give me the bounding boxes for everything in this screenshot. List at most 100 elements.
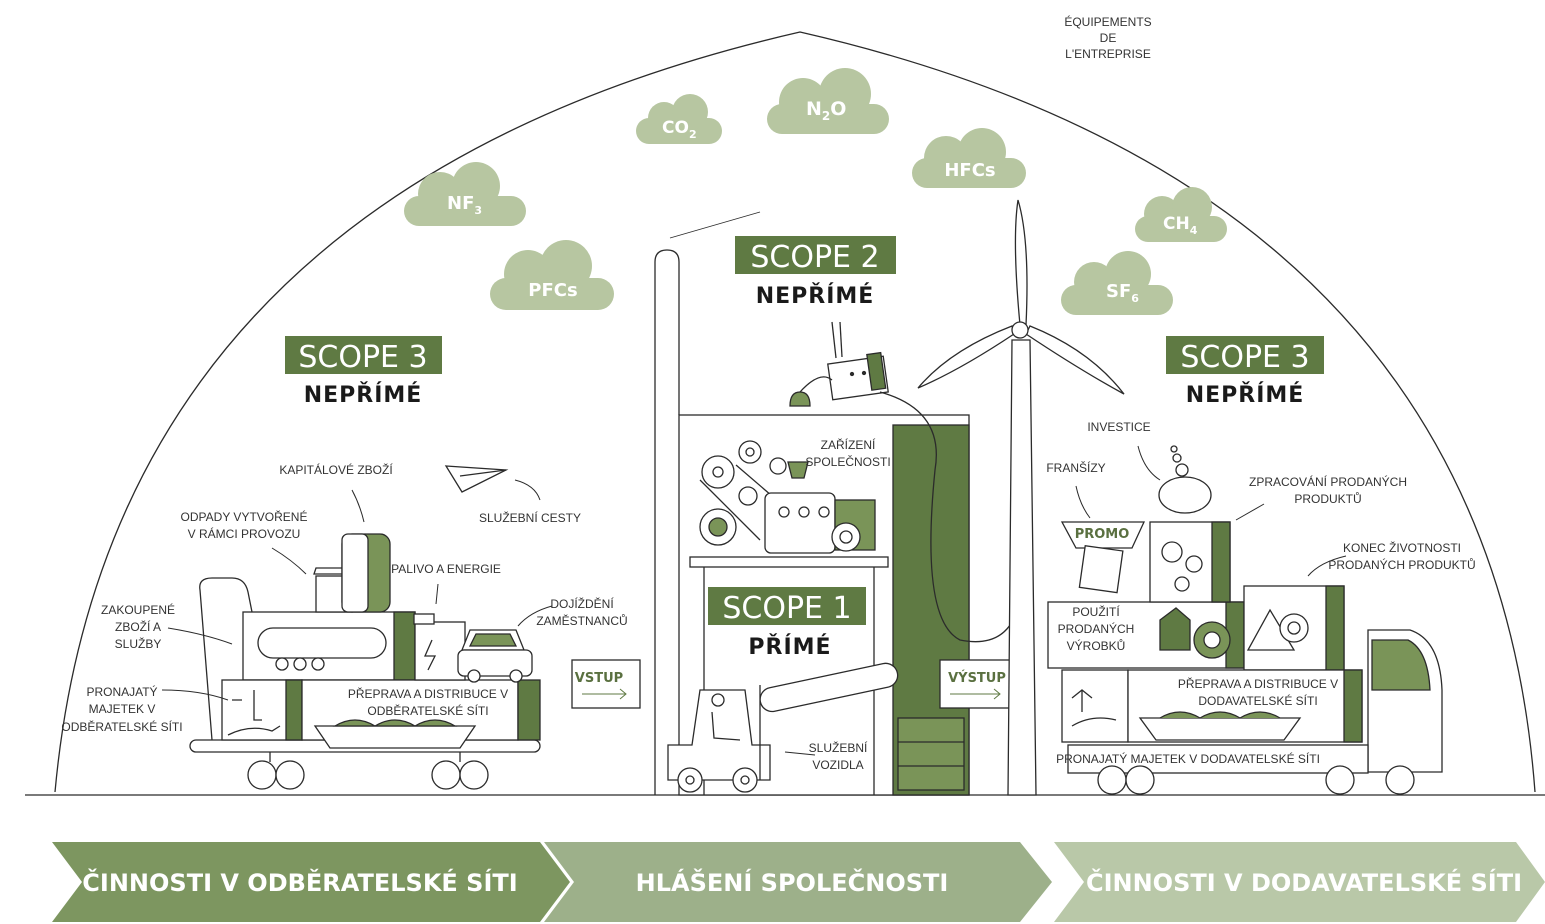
- service-vehicles-label: SLUŽEBNÍ VOZIDLA: [784, 740, 868, 772]
- svg-text:CO2: CO2: [662, 118, 697, 141]
- downstream-cart: [189, 533, 541, 790]
- cloud-sf6-text: SF: [1106, 281, 1131, 302]
- cloud-ch4: CH4: [1135, 187, 1227, 242]
- cloud-n2o: N2O: [767, 68, 889, 134]
- transport-right-line-1: PŘEPRAVA A DISTRIBUCE V: [1178, 676, 1338, 691]
- upstream-truck: [1047, 445, 1443, 795]
- scope1-subtitle: PŘÍMÉ: [748, 634, 831, 660]
- factory-shelf: [689, 556, 889, 568]
- waste-label-line-2: V RÁMCI PROVOZU: [188, 526, 301, 541]
- waste-label-line-1: ODPADY VYTVOŘENÉ: [181, 509, 308, 524]
- transport-left-label: PŘEPRAVA A DISTRIBUCE V ODBĚRATELSKÉ SÍT…: [348, 686, 508, 718]
- scope2-title: SCOPE 2: [750, 240, 879, 275]
- banner-company-text: HLÁŠENÍ SPOLEČNOSTI: [636, 867, 949, 897]
- equipment-label: ÉQUIPEMENTS DE L'ENTREPRISE: [1064, 14, 1151, 61]
- cloud-n2o-text: N: [806, 98, 822, 120]
- scope3-right-label: SCOPE 3 NEPŘÍMÉ: [1166, 336, 1324, 408]
- processing-label-line-2: PRODUKTŮ: [1294, 491, 1361, 506]
- scope1-title: SCOPE 1: [722, 591, 851, 626]
- roof-sensor: [789, 321, 1027, 643]
- leased-assets-left-line-3: ODBĚRATELSKÉ SÍTI: [61, 719, 182, 734]
- output-sign-text: VÝSTUP: [948, 670, 1006, 686]
- banner-upstream-text: ČINNOSTI V DODAVATELSKÉ SÍTI: [1086, 867, 1522, 897]
- svg-text:SF6: SF6: [1106, 281, 1139, 305]
- cloud-sf6-sub: 6: [1131, 292, 1139, 305]
- purchased-goods-label: ZAKOUPENÉ ZBOŽÍ A SLUŽBY: [101, 602, 233, 651]
- commuting-label-line-2: ZAMĚSTNANCŮ: [536, 613, 627, 628]
- cloud-co2-text: CO: [662, 118, 689, 138]
- transport-right-label: PŘEPRAVA A DISTRIBUCE V DODAVATELSKÉ SÍT…: [1178, 676, 1338, 708]
- scope2-subtitle: NEPŘÍMÉ: [756, 283, 875, 309]
- cloud-hfcs-text: HFCs: [944, 160, 995, 181]
- scope3-right-title: SCOPE 3: [1180, 340, 1309, 375]
- scope3-left-subtitle: NEPŘÍMÉ: [304, 382, 423, 408]
- cloud-pfcs-text: PFCs: [528, 280, 577, 301]
- facility-label-line-1: ZAŘÍZENÍ: [821, 437, 876, 452]
- transport-left-line-2: ODBĚRATELSKÉ SÍTI: [367, 703, 488, 718]
- use-of-products-line-1: POUŽITÍ: [1072, 604, 1120, 619]
- equipment-label-line-3: L'ENTREPRISE: [1065, 47, 1151, 61]
- cloud-ch4-sub: 4: [1190, 224, 1198, 237]
- purchased-goods-line-1: ZAKOUPENÉ: [101, 602, 175, 617]
- smoke-line: [669, 211, 761, 239]
- cloud-n2o-tail: O: [830, 98, 846, 120]
- machinery-icon: [699, 440, 876, 554]
- cloud-ch4-text: CH: [1163, 214, 1190, 234]
- leased-assets-right-label: PRONAJATÝ MAJETEK V DODAVATELSKÉ SÍTI: [1056, 751, 1320, 766]
- commuting-label: DOJÍŽDĚNÍ ZAMĚSTNANCŮ: [517, 596, 628, 628]
- capital-goods-label: KAPITÁLOVÉ ZBOŽÍ: [279, 462, 393, 477]
- end-of-life-line-1: KONEC ŽIVOTNOSTI: [1343, 540, 1461, 555]
- equipment-label-line-1: ÉQUIPEMENTS: [1064, 14, 1151, 29]
- cloud-pfcs: PFCs: [490, 240, 614, 310]
- equipment-label-line-2: DE: [1100, 31, 1117, 45]
- scope3-left-label: SCOPE 3 NEPŘÍMÉ: [285, 336, 442, 408]
- banner-upstream: ČINNOSTI V DODAVATELSKÉ SÍTI: [1054, 842, 1545, 922]
- purchased-goods-line-3: SLUŽBY: [115, 636, 162, 651]
- svg-text:NF3: NF3: [447, 193, 482, 217]
- leased-assets-left-line-2: MAJETEK V: [89, 702, 156, 716]
- output-sign: VÝSTUP: [939, 659, 1017, 709]
- franchises-label: FRANŠÍZY: [1046, 460, 1105, 475]
- cloud-nf3-text: NF: [447, 193, 474, 214]
- dome-outline: [54, 31, 1536, 793]
- end-of-life-label: KONEC ŽIVOTNOSTI PRODANÝCH PRODUKTŮ: [1307, 540, 1476, 577]
- cloud-co2: CO2: [636, 94, 722, 144]
- input-sign: VSTUP: [571, 659, 641, 709]
- wind-turbine-icon: [917, 199, 1125, 796]
- business-travel-label: SLUŽEBNÍ CESTY: [479, 510, 581, 525]
- promo-label: PROMO: [1075, 527, 1130, 542]
- banner-downstream-text: ČINNOSTI V ODBĚRATELSKÉ SÍTI: [82, 867, 517, 897]
- waste-label: ODPADY VYTVOŘENÉ V RÁMCI PROVOZU: [181, 509, 308, 575]
- cloud-sf6: SF6: [1061, 251, 1173, 315]
- factory-door: [897, 717, 965, 791]
- processing-label: ZPRACOVÁNÍ PRODANÝCH PRODUKTŮ: [1235, 474, 1407, 521]
- cloud-hfcs: HFCs: [912, 128, 1026, 188]
- factory-chimney: [654, 249, 680, 795]
- scope3-right-subtitle: NEPŘÍMÉ: [1186, 382, 1305, 408]
- banner-downstream: ČINNOSTI V ODBĚRATELSKÉ SÍTI: [52, 842, 570, 922]
- paper-plane-icon: [444, 465, 509, 493]
- leased-assets-left-line-1: PRONAJATÝ: [86, 684, 157, 699]
- scope3-left-title: SCOPE 3: [298, 340, 427, 375]
- facility-label-line-2: SPOLEČNOSTI: [805, 454, 890, 469]
- svg-text:CH4: CH4: [1163, 214, 1198, 237]
- banner-company: HLÁŠENÍ SPOLEČNOSTI: [544, 842, 1052, 922]
- fuel-energy-label: PALIVO A ENERGIE: [391, 562, 501, 576]
- end-of-life-line-2: PRODANÝCH PRODUKTŮ: [1328, 557, 1475, 572]
- input-sign-text: VSTUP: [575, 671, 623, 686]
- processing-label-line-1: ZPRACOVÁNÍ PRODANÝCH: [1249, 474, 1407, 489]
- leased-assets-left-label: PRONAJATÝ MAJETEK V ODBĚRATELSKÉ SÍTI: [61, 684, 229, 734]
- cloud-n2o-sub: 2: [822, 109, 830, 123]
- service-vehicles-line-2: VOZIDLA: [812, 758, 863, 772]
- scope1-label: SCOPE 1 PŘÍMÉ: [708, 587, 866, 660]
- use-of-products-line-3: VÝROBKŮ: [1067, 638, 1126, 653]
- forklift-icon: [667, 662, 899, 793]
- cloud-co2-sub: 2: [689, 128, 697, 141]
- use-of-products-label: POUŽITÍ PRODANÝCH VÝROBKŮ: [1058, 604, 1135, 653]
- purchased-goods-line-2: ZBOŽÍ A: [115, 619, 161, 634]
- cloud-nf3: NF3: [404, 162, 526, 226]
- cloud-nf3-sub: 3: [474, 204, 482, 217]
- service-vehicles-line-1: SLUŽEBNÍ: [809, 740, 868, 755]
- transport-right-line-2: DODAVATELSKÉ SÍTI: [1198, 693, 1317, 708]
- commuting-label-line-1: DOJÍŽDĚNÍ: [550, 596, 614, 611]
